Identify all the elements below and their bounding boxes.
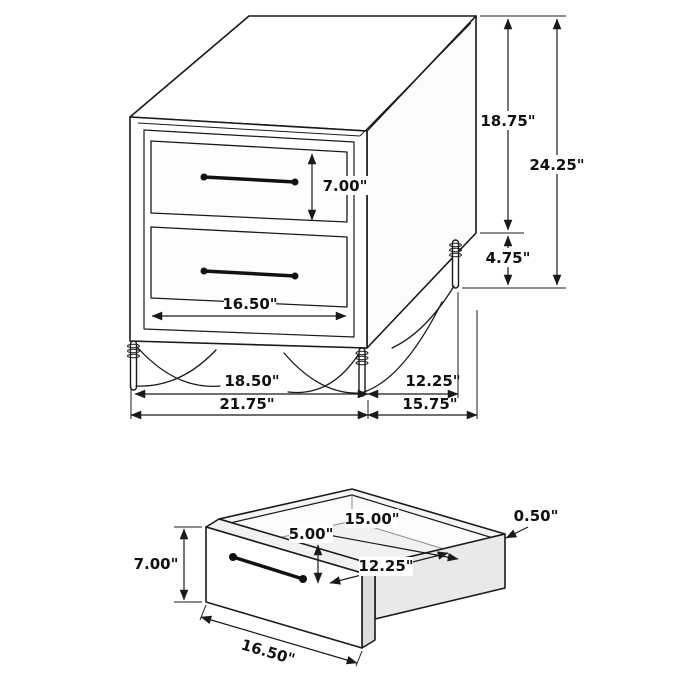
top-right-lip-line [359, 22, 472, 137]
handle-knob [200, 173, 208, 181]
dim-label-wall-thickness: 0.50" [514, 507, 559, 525]
leg-wire-brace [391, 285, 455, 349]
bottom-drawer-front [150, 226, 348, 308]
leg-ring [127, 348, 140, 354]
label-bg [289, 524, 333, 543]
nightstand-view: 7.00" 18.75" 24.25" 4.75" 16.50" 18.50" … [127, 15, 585, 420]
top-front-lip-line [137, 122, 361, 137]
leg-ring [355, 350, 369, 356]
nightstand-dimensions: 7.00" 18.75" 24.25" 4.75" 16.50" 18.50" … [130, 15, 585, 420]
leg-wire-brace [287, 354, 359, 394]
leg-ring [355, 360, 369, 366]
label-bg [530, 155, 584, 174]
dim-label-front-width: 16.50" [239, 636, 297, 669]
dim-label-front-leg-span: 18.50" [224, 372, 279, 390]
handle-bar [202, 269, 297, 278]
handle-bar [202, 175, 297, 184]
top-drawer-front [150, 140, 348, 223]
label-bg [359, 557, 413, 576]
dim-label-overall-depth: 15.75" [402, 395, 457, 413]
dim-line-wall-thickness [505, 526, 529, 539]
drawer-front-side-edge [361, 564, 376, 649]
leg-wire-brace [135, 349, 217, 387]
label-bg [345, 509, 399, 528]
label-bg [322, 176, 368, 195]
top-drawer-handle [200, 173, 299, 186]
dim-label-overall-width: 21.75" [219, 395, 274, 413]
leg-wire-brace [363, 301, 443, 393]
label-bg [224, 294, 276, 313]
dim-line-front-width [200, 615, 358, 665]
handle-knob [291, 272, 299, 280]
bottom-drawer-handle [200, 267, 299, 280]
label-bg [482, 111, 534, 130]
dim-label-interior-height: 5.00" [289, 525, 334, 543]
label-bg [487, 248, 529, 267]
dim-label-front-height: 7.00" [134, 555, 179, 573]
dim-label-leg-height: 4.75" [486, 249, 531, 267]
extension-line [355, 650, 363, 667]
dim-label-side-leg-span: 12.25" [405, 372, 460, 390]
dim-label-overall-height: 24.25" [529, 156, 584, 174]
dim-label-interior-width: 15.00" [344, 510, 399, 528]
leg-ring [127, 343, 140, 349]
leg-ring [449, 252, 462, 258]
leg-wire-brace [137, 347, 221, 387]
front-inner-frame [143, 129, 355, 338]
handle-knob [291, 178, 299, 186]
dim-label-drawer-width: 16.50" [222, 295, 277, 313]
handle-bar [231, 555, 305, 581]
drawer-view: 15.00" 5.00" 12.25" 0.50" 7.00" 16.50" [134, 488, 559, 669]
dim-label-case-height: 18.75" [480, 112, 535, 130]
handle-knob [299, 575, 307, 583]
dim-label-interior-depth: 12.25" [358, 557, 413, 575]
handle-knob [200, 267, 208, 275]
leg-ring [127, 353, 140, 359]
front-left-leg [129, 340, 138, 391]
drawer-handle [229, 553, 307, 583]
dim-label-drawer-front-height: 7.00" [323, 177, 368, 195]
leg-ring [449, 242, 462, 248]
leg-ring [449, 247, 462, 253]
handle-knob [229, 553, 237, 561]
